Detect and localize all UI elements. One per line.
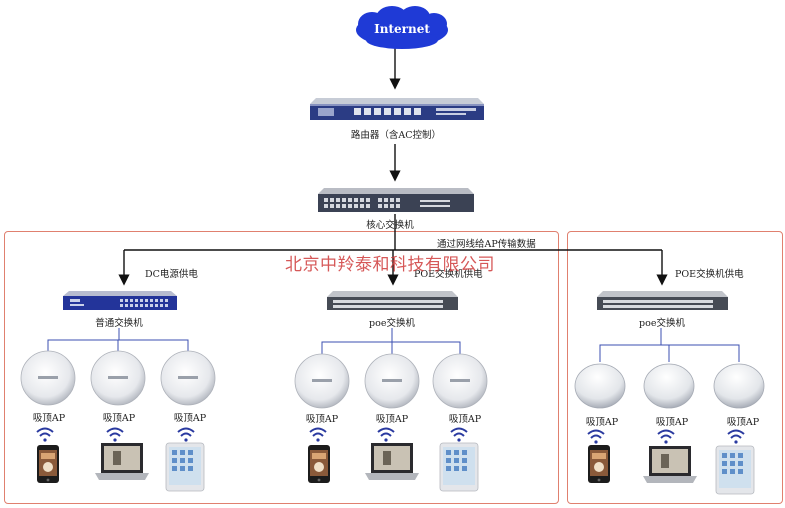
group-box-right xyxy=(567,231,783,504)
group-3-switch-label: poe交换机 xyxy=(639,318,685,329)
ap-label: 吸顶AP xyxy=(173,413,207,424)
group-1-switch-label: 普通交换机 xyxy=(95,318,143,329)
ap-label: 吸顶AP xyxy=(585,417,619,428)
internet-label: Internet xyxy=(374,22,430,36)
ap-label: 吸顶AP xyxy=(375,414,409,425)
ap-label: 吸顶AP xyxy=(102,413,136,424)
watermark: 北京中羚泰和科技有限公司 xyxy=(285,255,495,275)
uplink-note: 通过网线给AP传输数据 xyxy=(437,239,536,250)
group-3-power-label: POE交换机供电 xyxy=(675,269,744,280)
group-1-power-label: DC电源供电 xyxy=(145,269,198,280)
ap-label: 吸顶AP xyxy=(726,417,760,428)
group-box-left xyxy=(4,231,559,504)
ap-label: 吸顶AP xyxy=(32,413,66,424)
ap-label: 吸顶AP xyxy=(448,414,482,425)
router-label: 路由器（含AC控制） xyxy=(350,130,442,141)
group-2-power-label: POE交换机供电 xyxy=(414,269,483,280)
ap-label: 吸顶AP xyxy=(655,417,689,428)
group-2-switch-label: poe交换机 xyxy=(369,318,415,329)
core-switch-label: 核心交换机 xyxy=(366,220,414,231)
ap-label: 吸顶AP xyxy=(305,414,339,425)
